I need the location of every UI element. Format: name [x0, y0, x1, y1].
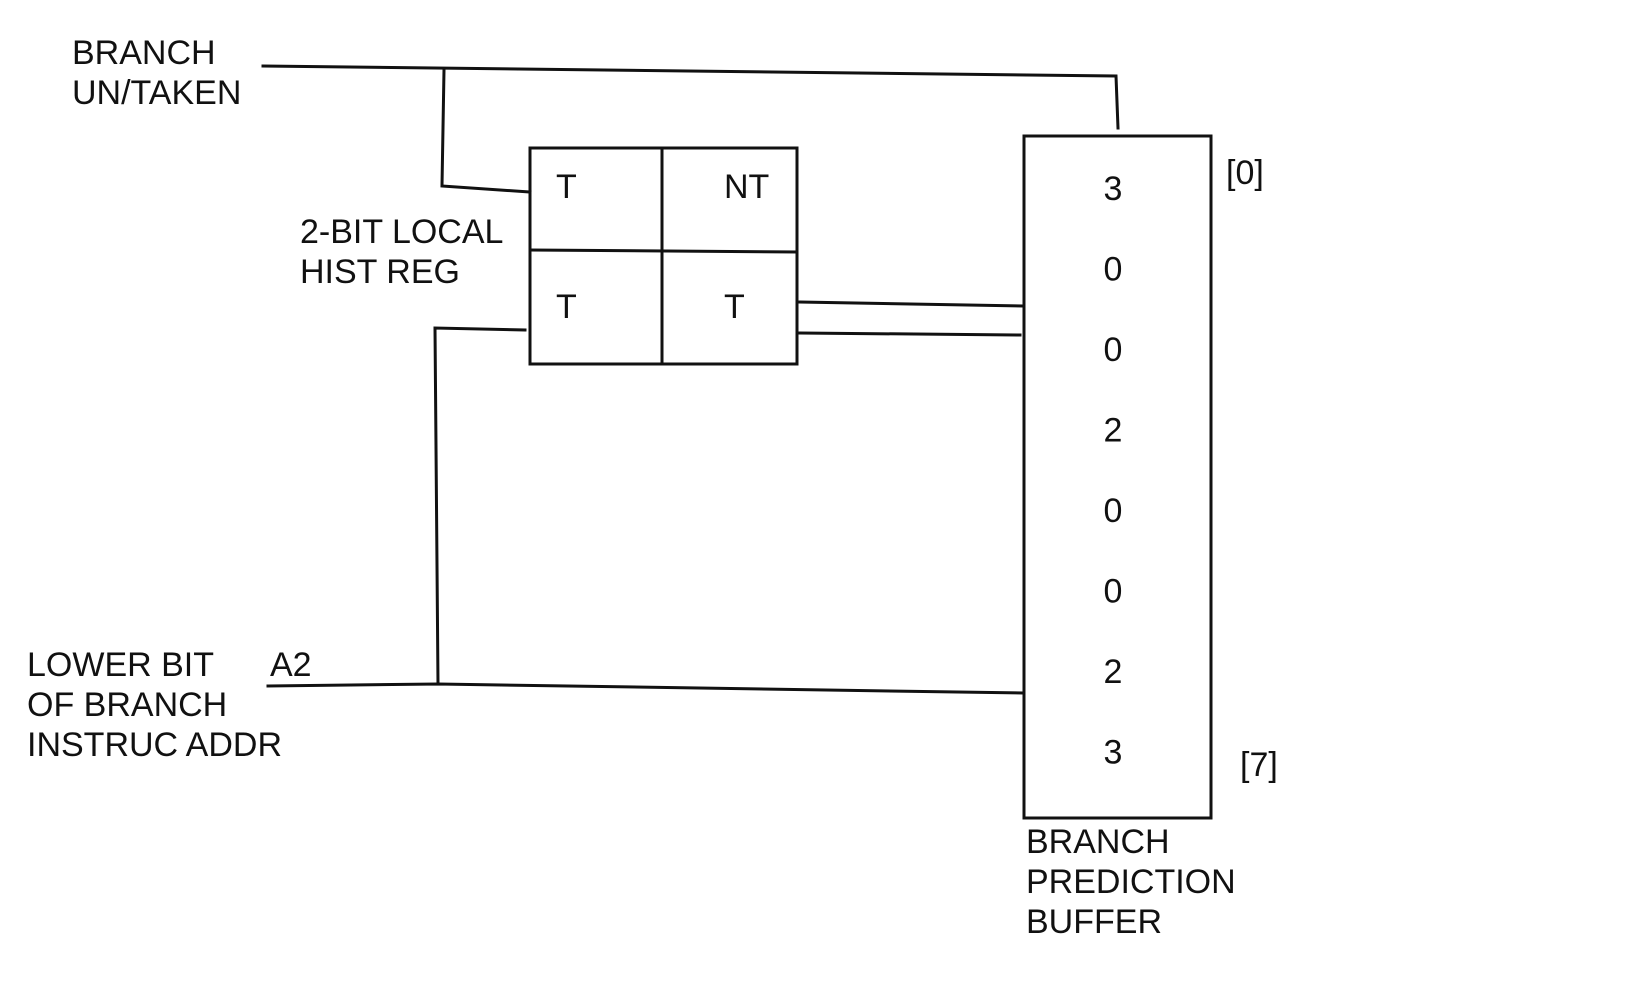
history-to-buffer-bus-bit1 — [798, 300, 1024, 308]
buffer-label-line3: BUFFER — [1026, 903, 1162, 941]
buffer-entry-6: 2 — [1104, 653, 1123, 691]
branch-untaken-to-history-wire — [440, 68, 532, 194]
history-cell-bottom-left: T — [556, 288, 577, 326]
history-to-buffer-bus-bit2 — [798, 331, 1022, 337]
buffer-entry-3: 2 — [1104, 412, 1123, 450]
address-signal-label: A2 — [270, 646, 312, 684]
buffer-entry-4: 0 — [1104, 492, 1123, 530]
address-label-line3: INSTRUC ADDR — [27, 726, 282, 764]
branch-untaken-label-line2: UN/TAKEN — [72, 74, 241, 112]
history-cell-bottom-right: T — [724, 288, 745, 326]
address-label-line2: OF BRANCH — [27, 686, 227, 724]
buffer-entry-0: 3 — [1104, 170, 1123, 208]
branch-prediction-buffer-outline — [1022, 134, 1213, 820]
buffer-entry-2: 0 — [1104, 331, 1123, 369]
branch-untaken-wire — [261, 64, 1120, 130]
buffer-label-line1: BRANCH — [1026, 823, 1170, 861]
buffer-entry-5: 0 — [1104, 573, 1123, 611]
history-register-label-line2: HIST REG — [300, 253, 460, 291]
history-register-horizontal-divider — [528, 248, 799, 254]
buffer-entry-1: 0 — [1104, 251, 1123, 289]
history-cell-top-right: NT — [724, 168, 769, 206]
history-register: T NT T T — [528, 146, 799, 366]
branch-prediction-buffer: 3 0 0 2 0 0 2 3 — [1022, 134, 1213, 820]
buffer-first-index-label: [0] — [1226, 154, 1264, 192]
history-register-label-line1: 2-BIT LOCAL — [300, 213, 503, 251]
branch-prediction-buffer-entries: 3 0 0 2 0 0 2 3 — [1104, 170, 1123, 772]
history-cell-top-left: T — [556, 168, 577, 206]
branch-untaken-label-line1: BRANCH — [72, 34, 216, 72]
buffer-last-index-label: [7] — [1240, 746, 1278, 784]
buffer-entry-7: 3 — [1104, 734, 1123, 772]
address-to-history-wire — [433, 326, 527, 686]
buffer-label-line2: PREDICTION — [1026, 863, 1236, 901]
address-label-line1: LOWER BIT — [27, 646, 214, 684]
address-to-buffer-wire — [266, 682, 1024, 695]
